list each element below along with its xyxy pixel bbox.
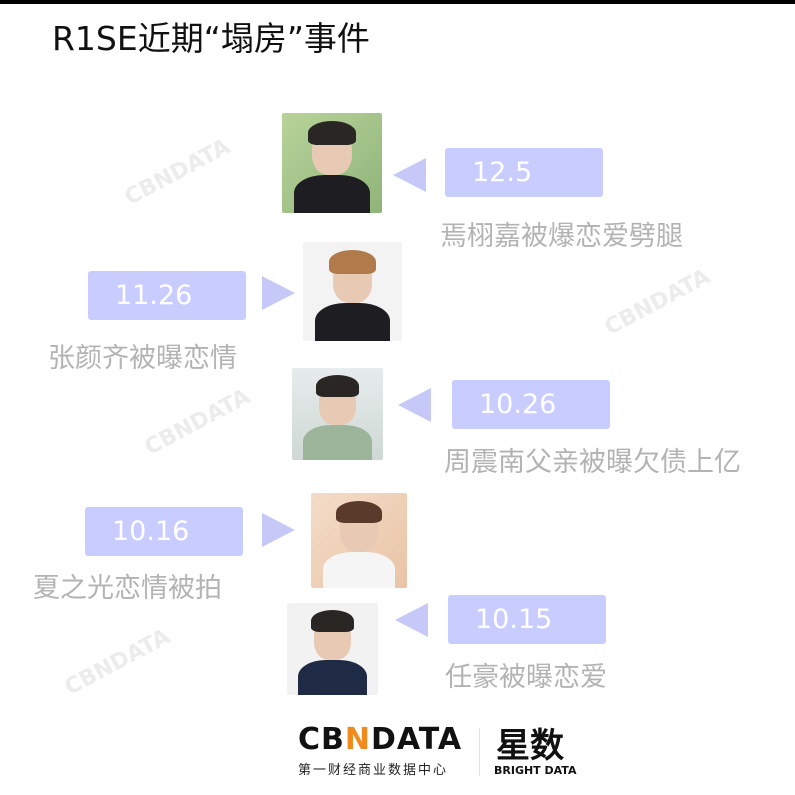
event-description: 焉栩嘉被爆恋爱劈腿 [440,221,683,252]
watermark: CBNDATA [140,384,255,461]
logo-data: DATA [371,722,463,757]
arrow-left-icon [398,388,431,422]
bright-data-label: BRIGHT DATA [494,764,577,777]
arrow-left-icon [393,158,426,192]
event-description: 张颜齐被曝恋情 [48,343,237,374]
arrow-right-icon [262,513,295,547]
date-box: 10.26 [452,380,610,429]
logo-cbn: CB [298,722,345,757]
watermark: CBNDATA [120,134,235,211]
watermark: CBNDATA [600,264,715,341]
date-box: 10.15 [448,595,606,644]
event-description: 夏之光恋情被拍 [33,573,222,604]
watermark: CBNDATA [60,624,175,701]
person-photo [311,493,407,588]
event-description: 周震南父亲被曝欠债上亿 [444,447,741,478]
logo-divider [479,728,480,776]
person-photo [282,113,382,213]
logo-n: N [344,722,371,757]
cbndata-logo: CBNDATA 第一财经商业数据中心 [298,722,462,778]
page-title: R1SE近期“塌房”事件 [52,19,370,58]
top-bar [0,0,795,4]
event-description: 任豪被曝恋爱 [445,662,607,693]
person-photo [287,603,378,695]
logo-subtitle: 第一财经商业数据中心 [298,763,449,778]
date-box: 11.26 [88,271,246,320]
xingshu-logo: 星数 [496,726,564,766]
person-photo [292,368,383,460]
arrow-left-icon [395,603,428,637]
arrow-right-icon [262,276,295,310]
person-photo [303,242,402,341]
date-box: 12.5 [445,148,603,197]
date-box: 10.16 [85,507,243,556]
